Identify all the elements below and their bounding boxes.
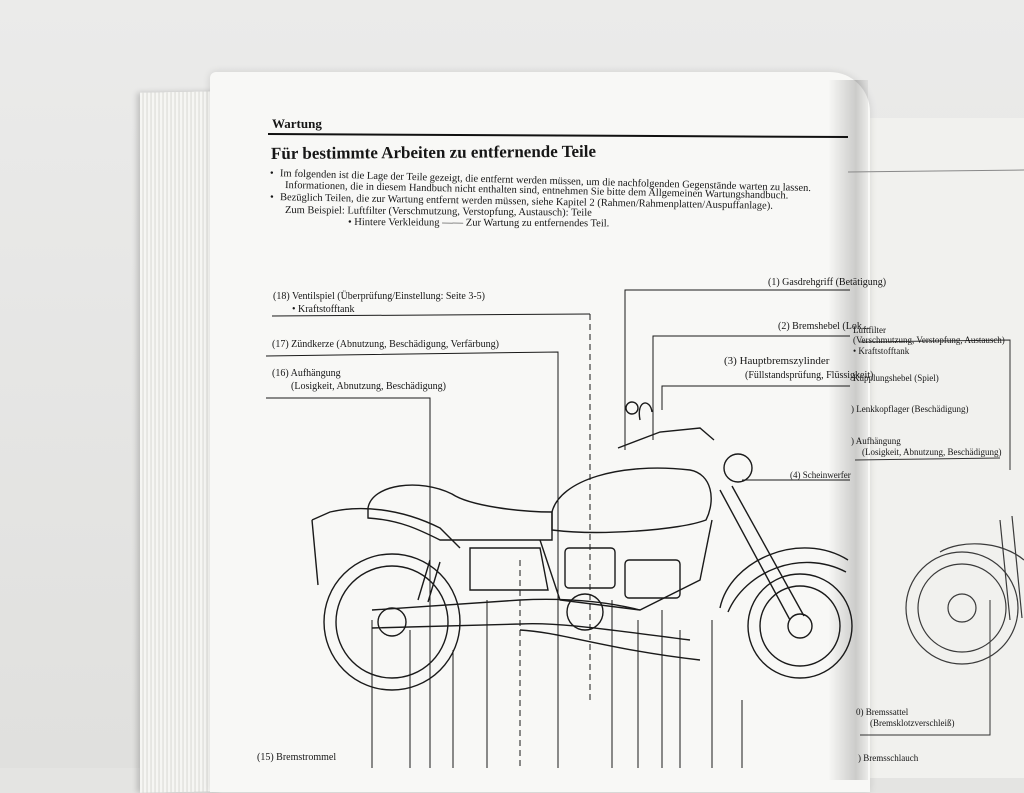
label-brake-caliper-sub: (Bremsklotzverschleiß) [870, 718, 955, 728]
label-valve-clearance-sub: • Kraftstofftank [292, 304, 355, 315]
label-brake-lever: (2) Bremshebel (Lok... [778, 321, 870, 332]
label-headlight: (4) Scheinwerfer [790, 470, 851, 480]
label-clutch-lever: Kupplungshebel (Spiel) [853, 373, 939, 383]
label-front-suspension: ) Aufhängung [851, 436, 901, 446]
label-brake-caliper: 0) Bremssattel [856, 707, 909, 717]
label-valve-clearance: (18) Ventilspiel (Überprüfung/Einstellun… [273, 291, 485, 302]
label-brake-hose: ) Bremsschlauch [858, 753, 919, 763]
label-rear-suspension: (16) Aufhängung [272, 368, 341, 379]
right-page [848, 118, 1024, 778]
label-air-filter: Luftfilter [853, 325, 886, 335]
label-rear-suspension-sub: (Losigkeit, Abnutzung, Beschädigung) [291, 381, 446, 392]
label-steering-bearing: ) Lenkkopflager (Beschädigung) [851, 404, 969, 414]
label-master-cylinder-sub: (Füllstandsprüfung, Flüssigkeit) [745, 370, 874, 381]
label-spark-plug: (17) Zündkerze (Abnutzung, Beschädigung,… [272, 339, 499, 350]
section-header: Wartung [272, 116, 322, 131]
left-page [210, 72, 870, 792]
label-front-suspension-sub: (Losigkeit, Abnutzung, Beschädigung) [862, 447, 1002, 457]
label-throttle-grip: (1) Gasdrehgriff (Betätigung) [768, 277, 887, 288]
label-air-filter-sub: (Verschmutzung, Verstopfung, Austausch) [853, 335, 1005, 345]
motorcycle-diagram [265, 169, 1024, 768]
label-master-cylinder: (3) Hauptbremszylinder [724, 355, 830, 367]
label-air-filter-sub2: • Kraftstofftank [853, 346, 910, 356]
label-brake-drum: (15) Bremstrommel [257, 752, 337, 763]
book-gutter-shadow [828, 80, 868, 780]
